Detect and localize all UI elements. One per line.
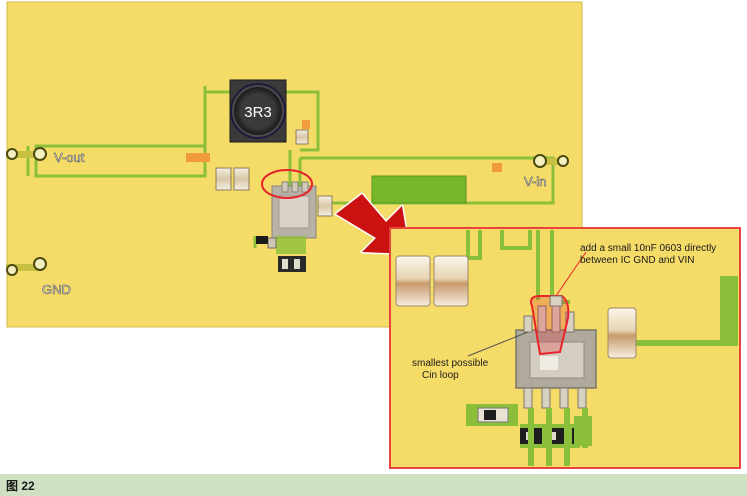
pcb-layout-figure: 3R3 bbox=[0, 0, 747, 474]
annotation-cap-line2: between IC GND and VIN bbox=[580, 255, 695, 266]
pad bbox=[302, 120, 310, 129]
capacitor-large bbox=[395, 255, 431, 307]
vin-label: V-in bbox=[524, 174, 546, 189]
pad bbox=[492, 163, 502, 172]
capacitor-large bbox=[607, 307, 637, 359]
capacitor-large bbox=[433, 255, 469, 307]
capacitor bbox=[233, 167, 250, 191]
figure-caption: 图 22 bbox=[6, 479, 35, 493]
ic-zoomed bbox=[515, 295, 597, 409]
gnd-connector bbox=[6, 257, 47, 276]
annotation-loop-line1: smallest possible bbox=[412, 358, 489, 369]
capacitor bbox=[295, 129, 309, 145]
inductor-label: 3R3 bbox=[244, 104, 272, 121]
vout-label: V-out bbox=[54, 150, 85, 165]
capacitor bbox=[317, 195, 333, 217]
inductor: 3R3 bbox=[229, 79, 287, 143]
pcb-illustration: 3R3 bbox=[6, 1, 741, 469]
annotation-loop-line2: Cin loop bbox=[422, 370, 459, 381]
caption-bar: 图 22 bbox=[0, 474, 747, 496]
pad bbox=[186, 153, 210, 162]
gnd-label: GND bbox=[42, 282, 71, 297]
zoom-inset: add a small 10nF 0603 directly between I… bbox=[389, 227, 741, 469]
annotation-cap-line1: add a small 10nF 0603 directly bbox=[580, 243, 716, 254]
vin-connector bbox=[533, 154, 569, 168]
main-board: 3R3 bbox=[6, 1, 583, 328]
vin-copper-pour bbox=[371, 175, 467, 204]
capacitor bbox=[215, 167, 232, 191]
ic-package bbox=[256, 181, 317, 272]
vout-connector bbox=[6, 147, 47, 161]
cin-loop-highlight bbox=[261, 169, 313, 199]
